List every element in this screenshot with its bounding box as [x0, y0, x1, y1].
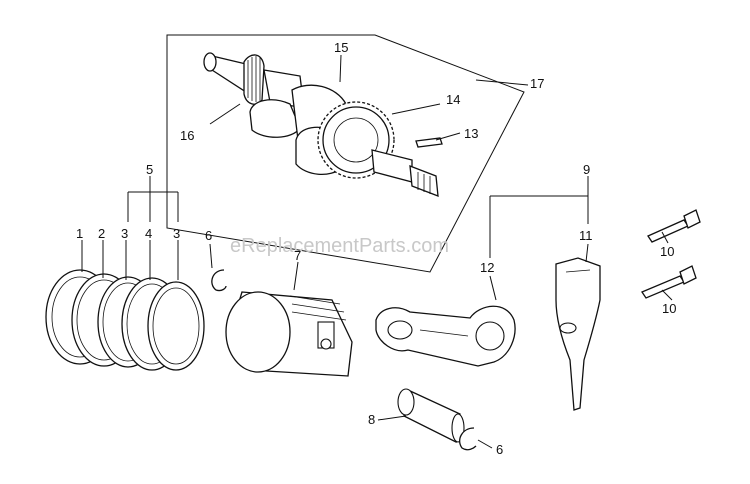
- connecting-rod: [375, 305, 516, 367]
- callout-2: 2: [98, 226, 105, 241]
- callout-5: 5: [146, 162, 153, 177]
- rod-bolt-lower: [641, 265, 697, 299]
- callout-17: 17: [530, 76, 544, 91]
- callout-3-right: 3: [173, 226, 180, 241]
- piston: [225, 291, 353, 377]
- callout-11: 11: [579, 228, 593, 243]
- leader-lines: [81, 54, 673, 449]
- callout-14: 14: [446, 92, 460, 107]
- callout-1: 1: [76, 226, 83, 241]
- callout-4: 4: [145, 226, 152, 241]
- piston-pin: [397, 388, 465, 443]
- crankshaft: [203, 52, 439, 197]
- woodruff-key: [415, 137, 443, 148]
- crankshaft-assembly-box: [166, 34, 525, 273]
- callout-13: 13: [464, 126, 478, 141]
- piston-rings: [45, 269, 205, 371]
- callout-7: 7: [294, 248, 301, 263]
- watermark: eReplacementParts.com: [230, 235, 449, 257]
- callout-12: 12: [480, 260, 494, 275]
- callout-6-lower: 6: [496, 442, 503, 457]
- callout-10-lower: 10: [662, 301, 676, 316]
- rod-bolt-upper: [647, 209, 701, 243]
- piston-pin-clip-upper: [211, 269, 227, 292]
- rod-cap: [555, 257, 601, 411]
- piston-pin-clip-lower: [459, 427, 477, 451]
- callout-16: 16: [180, 128, 194, 143]
- callout-9: 9: [583, 162, 590, 177]
- callout-15: 15: [334, 40, 348, 55]
- callout-8: 8: [368, 412, 375, 427]
- callout-3-left: 3: [121, 226, 128, 241]
- callout-10-upper: 10: [660, 244, 674, 259]
- callout-6-upper: 6: [205, 228, 212, 243]
